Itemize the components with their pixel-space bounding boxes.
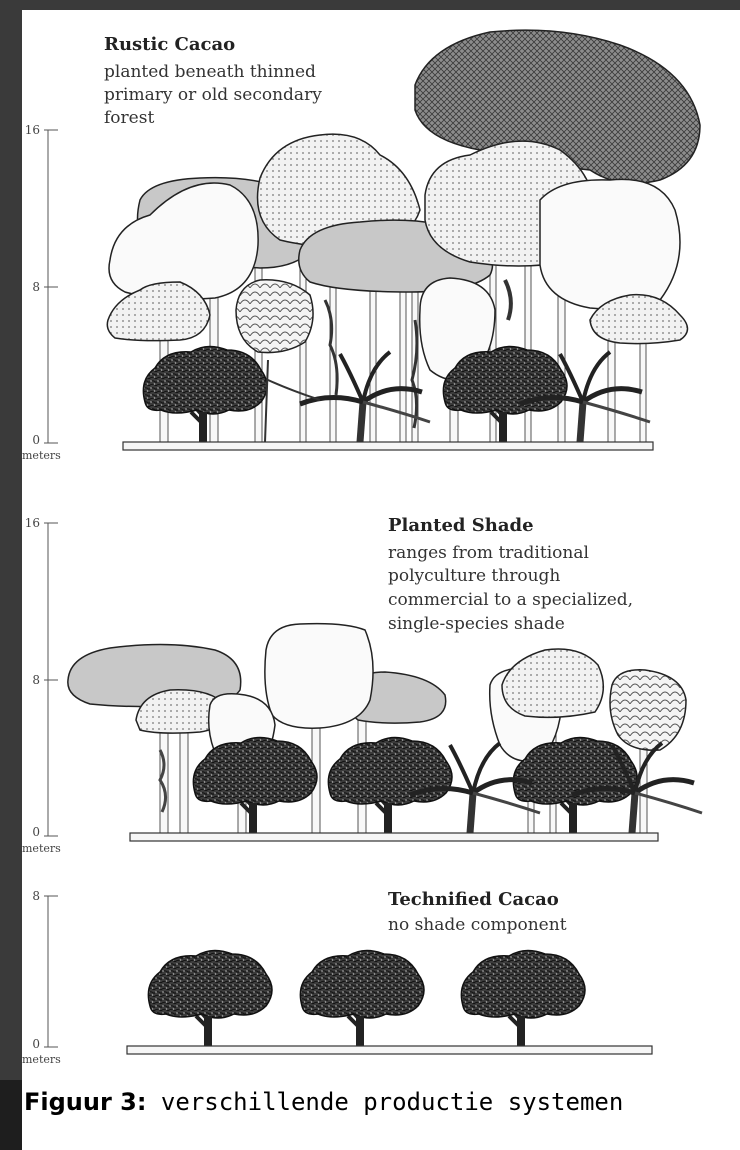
panel-description-line: forest xyxy=(104,108,154,128)
ground-line xyxy=(123,442,653,450)
panel-rustic-cacao: 16 8 0 meters xyxy=(22,30,700,462)
axis-unit: meters xyxy=(22,449,61,462)
cacao-tree xyxy=(443,346,567,442)
tick-label: 8 xyxy=(32,889,40,903)
panel-description-line: no shade component xyxy=(388,915,567,935)
height-axis: 8 0 meters xyxy=(22,889,61,1066)
cacao-tree xyxy=(300,950,424,1046)
panel-description-line: ranges from traditional xyxy=(388,543,589,563)
axis-unit: meters xyxy=(22,842,61,855)
height-axis: 16 8 0 meters xyxy=(22,516,61,855)
panel-description-line: planted beneath thinned xyxy=(104,62,316,82)
axis-unit: meters xyxy=(22,1053,61,1066)
cacao-tree xyxy=(193,737,317,833)
ground-line xyxy=(130,833,658,841)
caption-text: verschillende productie systemen xyxy=(161,1088,623,1116)
panel-title: Planted Shade xyxy=(388,515,534,536)
panel-description-line: commercial to a specialized, xyxy=(388,590,633,610)
panel-technified-cacao: 8 0 meters Technified Cacao no shade com… xyxy=(22,889,652,1066)
cacao-tree xyxy=(328,737,452,833)
tick-label: 16 xyxy=(25,516,40,530)
panel-description-line: single-species shade xyxy=(388,614,565,634)
panel-description-line: primary or old secondary xyxy=(104,85,322,105)
panel-description-line: polyculture through xyxy=(388,566,560,586)
panel-title: Rustic Cacao xyxy=(104,34,235,55)
tick-label: 0 xyxy=(32,433,40,447)
cacao-tree xyxy=(148,950,272,1046)
palm-tree xyxy=(300,352,430,442)
tick-label: 16 xyxy=(25,123,40,137)
tick-label: 0 xyxy=(32,825,40,839)
tick-label: 8 xyxy=(32,673,40,687)
cacao-tree xyxy=(461,950,585,1046)
tick-label: 8 xyxy=(32,280,40,294)
panel-title: Technified Cacao xyxy=(388,889,559,910)
ground-line xyxy=(127,1046,652,1054)
figure-caption: Figuur 3: verschillende productie system… xyxy=(24,1086,724,1118)
caption-label: Figuur 3: xyxy=(24,1088,146,1116)
height-axis: 16 8 0 meters xyxy=(22,123,61,462)
panel-planted-shade: 16 8 0 meters xyxy=(22,515,702,855)
tick-label: 0 xyxy=(32,1037,40,1051)
